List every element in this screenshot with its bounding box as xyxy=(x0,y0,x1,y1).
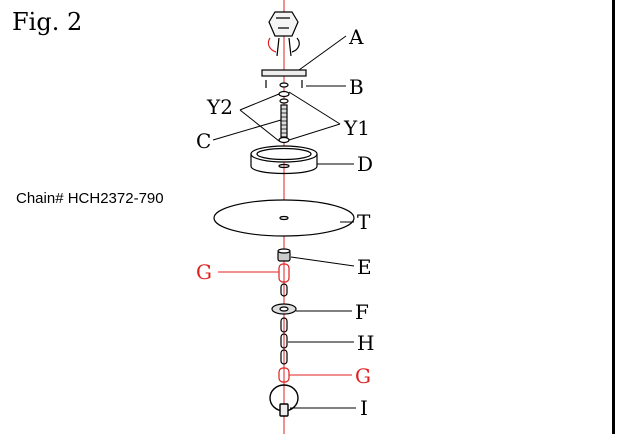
label-h: H xyxy=(357,331,374,355)
part-b-mounting-bracket xyxy=(261,69,307,88)
label-e: E xyxy=(357,255,372,279)
leader-lines xyxy=(212,35,356,409)
label-t: T xyxy=(357,210,371,234)
part-d-canopy xyxy=(250,145,318,175)
part-h-chain xyxy=(278,317,290,383)
label-d: D xyxy=(357,152,373,176)
label-g-lower: G xyxy=(355,364,371,388)
leader-lines-red xyxy=(218,271,352,376)
chain-upper-section xyxy=(278,263,290,297)
frame-right-border xyxy=(612,0,615,434)
figure-title: Fig. 2 xyxy=(12,8,83,36)
part-i-loop xyxy=(269,384,299,417)
part-a-junction-box xyxy=(267,11,300,57)
part-f-coupling xyxy=(271,303,297,315)
part-c-threaded-rod xyxy=(278,90,290,144)
label-c: C xyxy=(196,129,211,153)
label-b: B xyxy=(349,75,364,99)
label-g-upper: G xyxy=(196,260,212,284)
label-a: A xyxy=(348,25,364,49)
label-y2: Y2 xyxy=(206,95,233,119)
part-e-loop-nut xyxy=(277,248,291,262)
label-i: I xyxy=(360,396,368,420)
label-f: F xyxy=(355,300,369,324)
label-y1: Y1 xyxy=(343,116,370,140)
part-t-disc xyxy=(213,199,355,237)
chain-number-note: Chain# HCH2372-790 xyxy=(16,190,164,207)
